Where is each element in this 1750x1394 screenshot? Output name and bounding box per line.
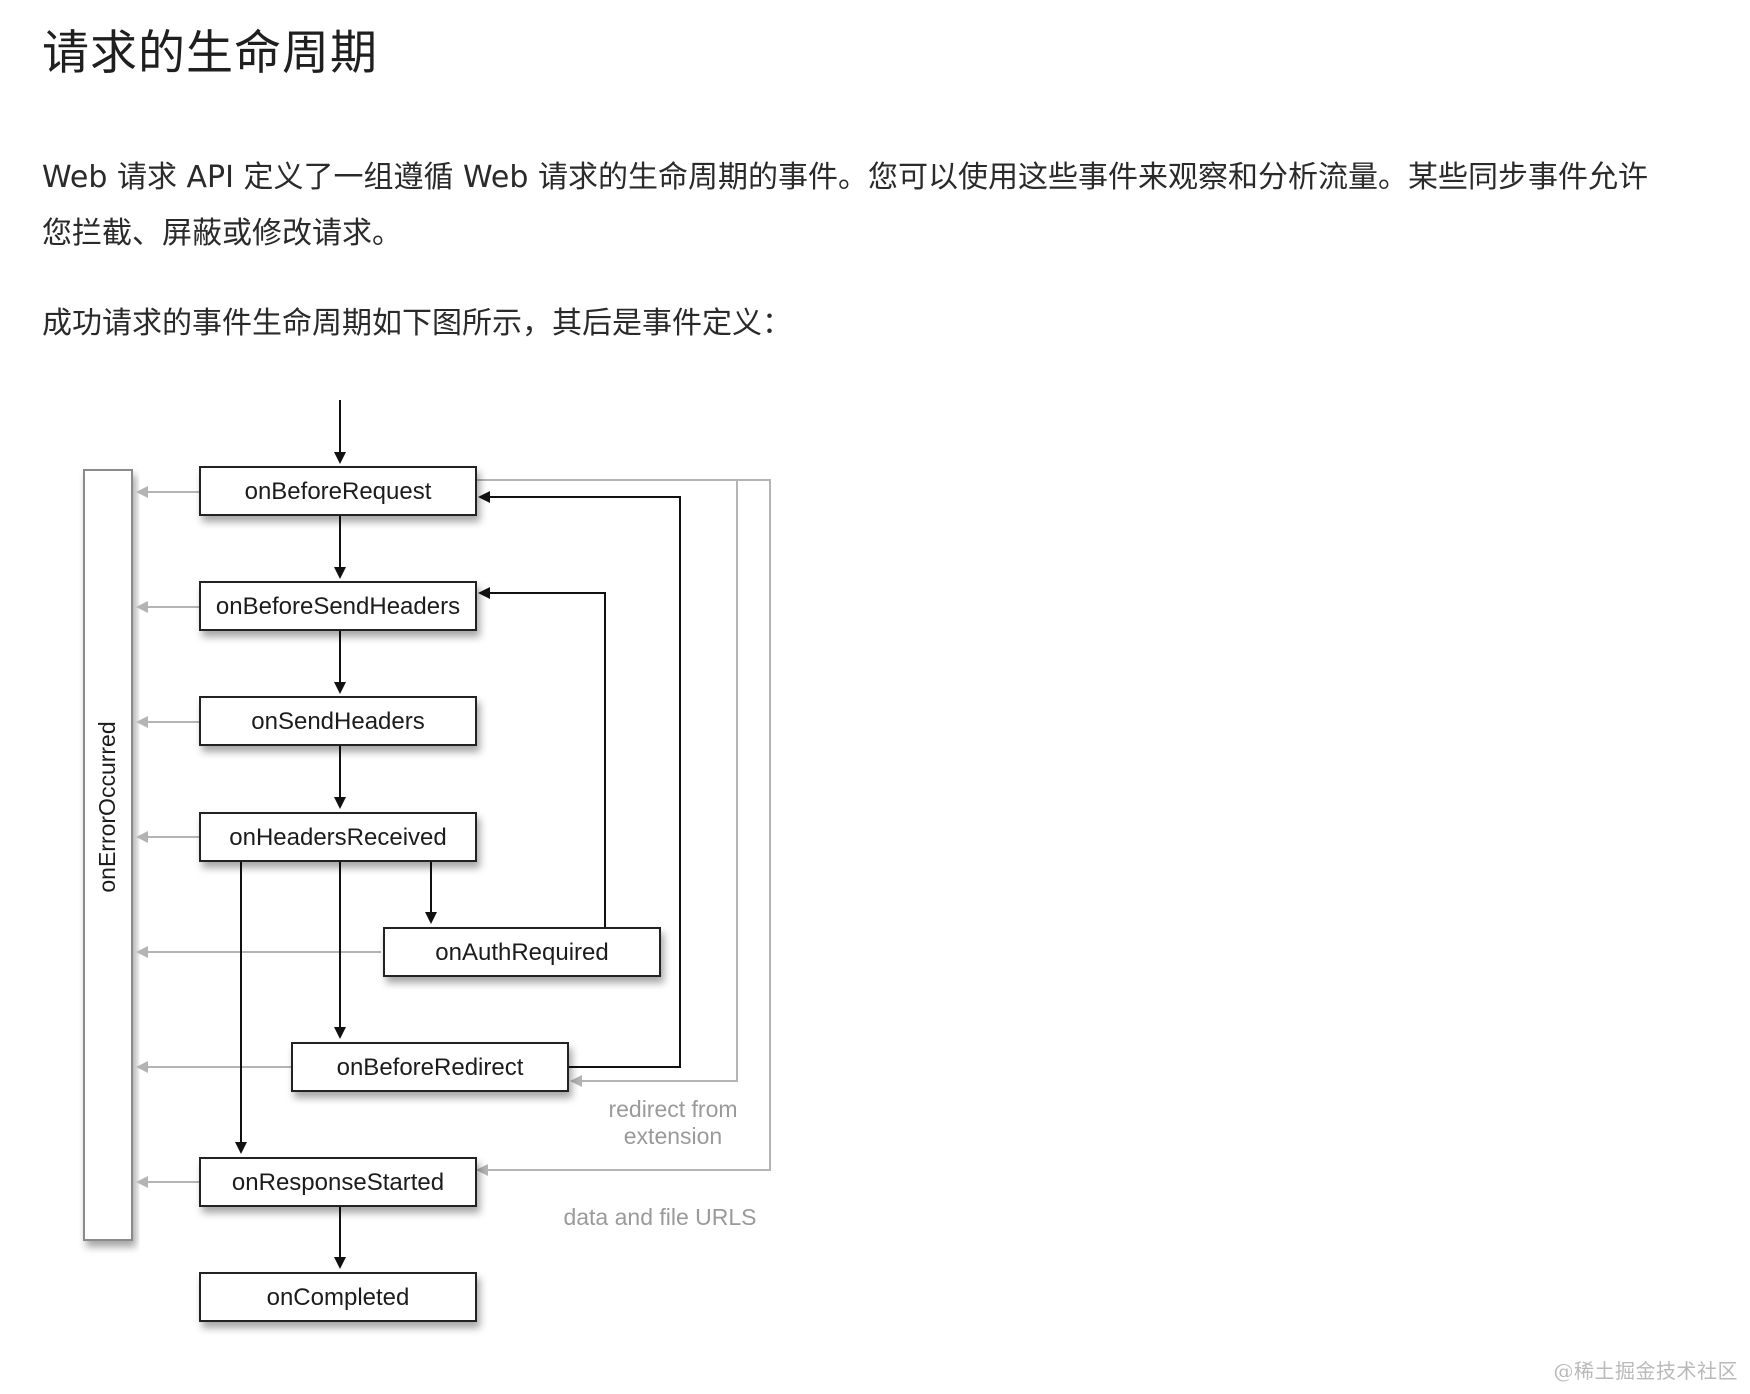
event-label: onHeadersReceived [229, 824, 446, 851]
event-label: onBeforeRedirect [337, 1054, 524, 1081]
event-box-on-response-started: onResponseStarted [199, 1157, 477, 1207]
redirect-note-line-1: redirect from [608, 1096, 737, 1122]
event-box-on-headers-received: onHeadersReceived [199, 812, 477, 862]
event-label: onSendHeaders [251, 708, 424, 735]
event-box-on-before-send-headers: onBeforeSendHeaders [199, 581, 477, 631]
error-occurred-label: onErrorOccurred [94, 721, 120, 892]
event-label: onBeforeRequest [245, 478, 432, 505]
page-title: 请求的生命周期 [42, 26, 378, 81]
intro-paragraph-line-1: Web 请求 API 定义了一组遵循 Web 请求的生命周期的事件。您可以使用这… [42, 160, 1648, 195]
redirect-note-line-2: extension [624, 1123, 722, 1149]
event-box-on-completed: onCompleted [199, 1272, 477, 1322]
event-box-on-before-redirect: onBeforeRedirect [291, 1042, 569, 1092]
error-occurred-bar: onErrorOccurred [83, 469, 133, 1241]
data-file-urls-note: data and file URLS [563, 1204, 756, 1230]
event-label: onBeforeSendHeaders [216, 593, 460, 620]
lifecycle-diagram-svg: onErrorOccurred [83, 400, 771, 1322]
figure-caption: 成功请求的事件生命周期如下图所示，其后是事件定义： [42, 306, 792, 341]
intro-paragraph-line-2: 您拦截、屏蔽或修改请求。 [42, 216, 402, 251]
event-box-on-send-headers: onSendHeaders [199, 696, 477, 746]
request-lifecycle-diagram: onErrorOccurred [60, 395, 820, 1385]
event-box-on-auth-required: onAuthRequired [383, 927, 661, 977]
event-label: onAuthRequired [435, 939, 608, 966]
main-flow-arrows [235, 400, 681, 1269]
secondary-flow-lines [476, 479, 771, 1176]
event-label: onCompleted [267, 1284, 410, 1311]
event-box-on-before-request: onBeforeRequest [199, 466, 477, 516]
watermark: @稀土掘金技术社区 [1553, 1359, 1738, 1383]
event-label: onResponseStarted [232, 1169, 444, 1196]
